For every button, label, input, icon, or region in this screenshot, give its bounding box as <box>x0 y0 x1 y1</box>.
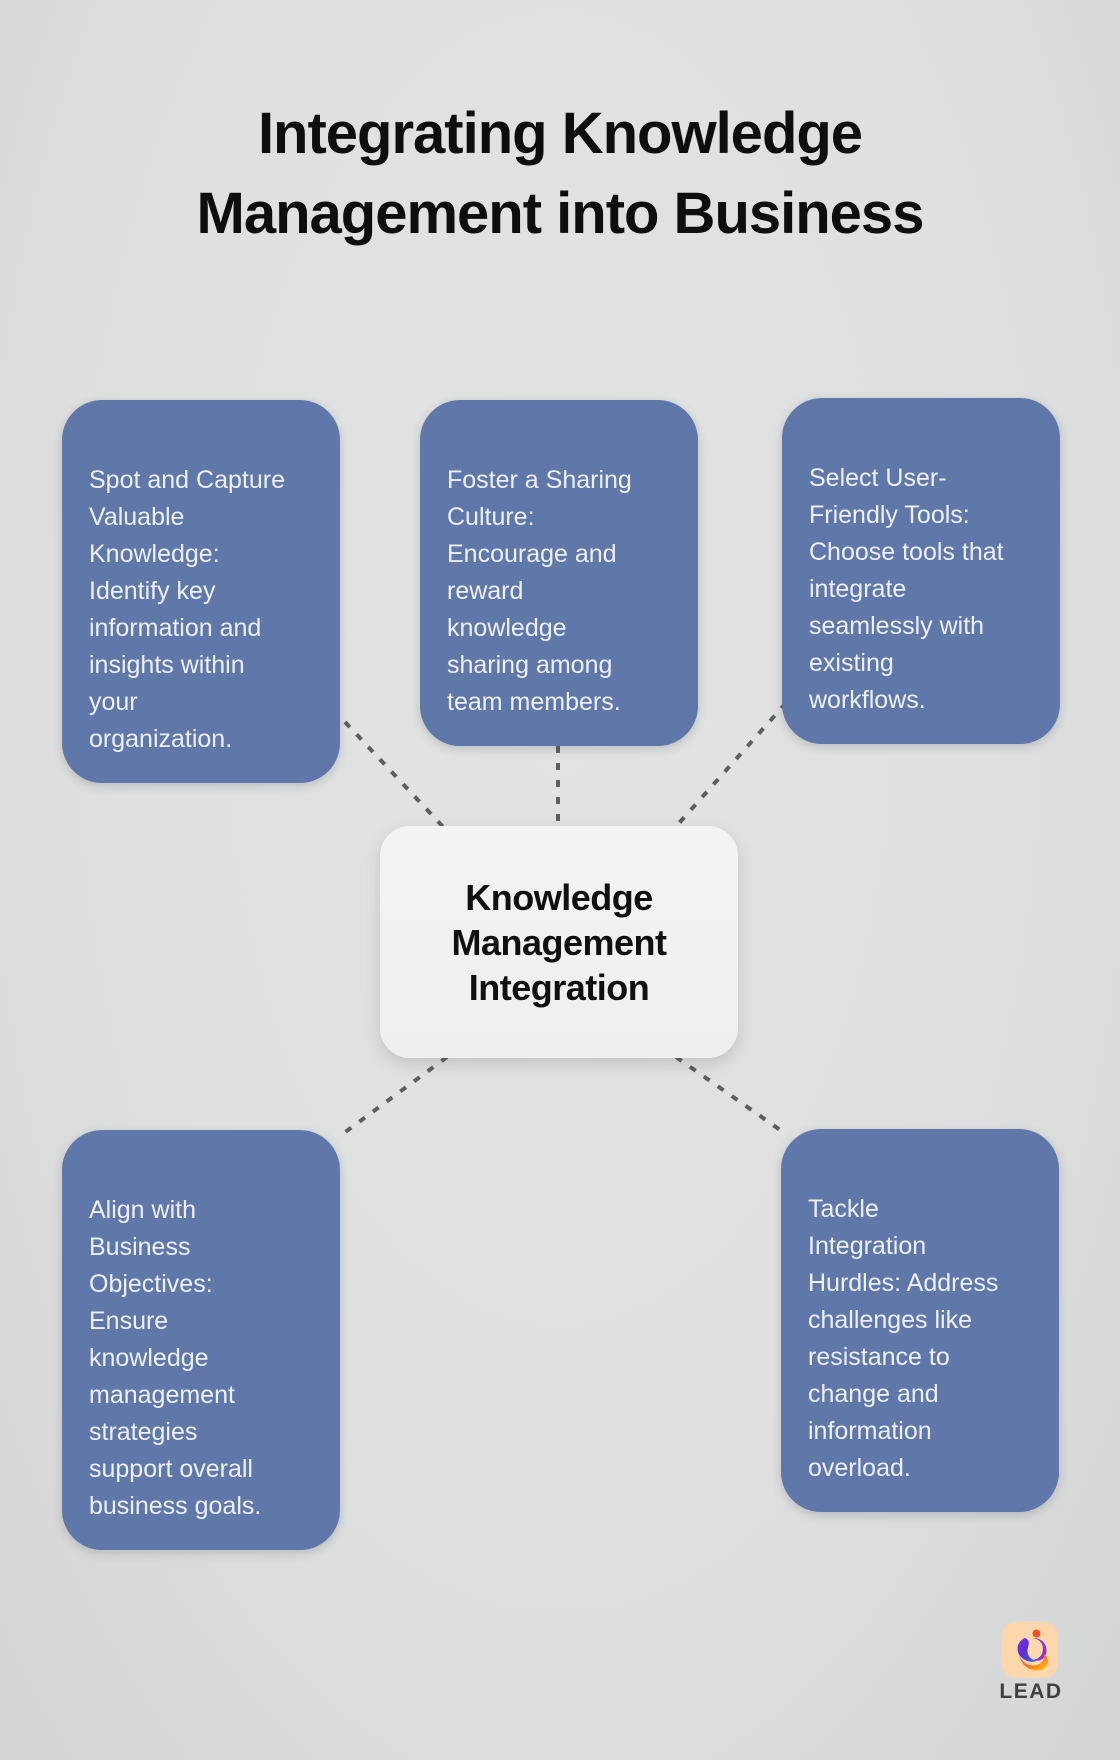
center-node-label: Knowledge Management Integration <box>451 876 667 1008</box>
card-sharing-culture-text: Foster a Sharing Culture: Encourage and … <box>447 466 632 716</box>
card-business-objectives-text: Align with Business Objectives: Ensure k… <box>89 1196 262 1520</box>
lead-logo-icon <box>1017 1629 1049 1671</box>
card-user-friendly-tools: Select User- Friendly Tools: Choose tool… <box>782 398 1060 744</box>
brand-name: LEAD <box>999 1680 1063 1703</box>
connector-line-top-right <box>670 701 788 833</box>
card-sharing-culture: Foster a Sharing Culture: Encourage and … <box>420 400 698 746</box>
card-business-objectives: Align with Business Objectives: Ensure k… <box>62 1130 340 1550</box>
lead-logo <box>1002 1622 1058 1678</box>
card-spot-and-capture: Spot and Capture Valuable Knowledge: Ide… <box>62 400 340 783</box>
card-integration-hurdles: Tackle Integration Hurdles: Address chal… <box>781 1129 1059 1512</box>
connector-line-top-left <box>343 720 448 832</box>
card-user-friendly-tools-text: Select User- Friendly Tools: Choose tool… <box>809 464 1004 714</box>
card-integration-hurdles-text: Tackle Integration Hurdles: Address chal… <box>808 1195 999 1482</box>
page-title: Integrating Knowledge Management into Bu… <box>196 101 925 246</box>
connector-line-bottom-right <box>674 1055 785 1134</box>
connector-line-bottom-left <box>342 1055 449 1135</box>
card-spot-and-capture-text: Spot and Capture Valuable Knowledge: Ide… <box>89 466 285 753</box>
center-node: Knowledge Management Integration <box>380 826 738 1058</box>
